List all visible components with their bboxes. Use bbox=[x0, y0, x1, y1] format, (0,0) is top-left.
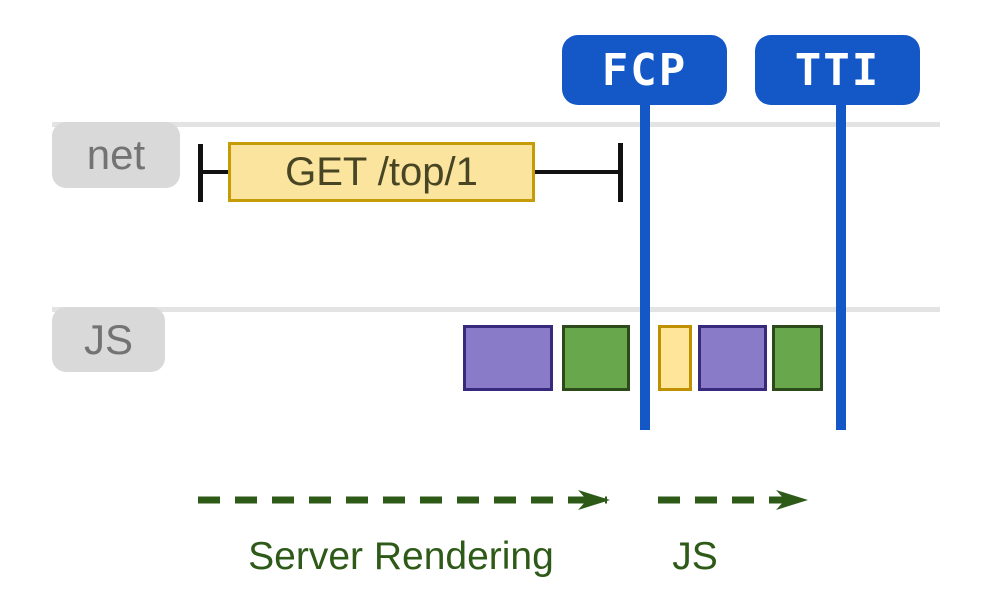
js-task-block-purple-2 bbox=[698, 325, 767, 391]
fcp-marker-line bbox=[640, 100, 650, 430]
request-end-tick bbox=[618, 143, 623, 202]
network-request-label: GET /top/1 bbox=[285, 149, 478, 194]
network-request-box: GET /top/1 bbox=[228, 142, 535, 202]
tti-marker-line bbox=[836, 100, 846, 430]
js-task-block-green-1 bbox=[562, 325, 630, 391]
fcp-badge: FCP bbox=[562, 35, 727, 105]
net-lane-line bbox=[52, 122, 940, 127]
js-task-block-yellow-1 bbox=[658, 325, 692, 391]
server-rendering-label-text: Server Rendering bbox=[248, 535, 554, 578]
js-lane-label: JS bbox=[83, 315, 133, 363]
net-lane-tab: net bbox=[52, 122, 180, 188]
server-rendering-label: Server Rendering bbox=[181, 534, 621, 580]
request-start-tick bbox=[198, 144, 203, 202]
fcp-badge-label: FCP bbox=[601, 44, 688, 96]
request-start-connector bbox=[203, 170, 228, 174]
net-lane-label: net bbox=[86, 131, 146, 178]
request-end-connector bbox=[535, 170, 619, 174]
js-task-block-purple-1 bbox=[463, 325, 553, 391]
tti-badge: TTI bbox=[755, 35, 920, 105]
tti-badge-label: TTI bbox=[794, 44, 881, 96]
js-phase-label: JS bbox=[595, 534, 795, 580]
js-lane-line bbox=[52, 307, 940, 312]
js-task-block-green-2 bbox=[772, 325, 823, 391]
js-phase-label-text: JS bbox=[672, 535, 718, 578]
js-lane-tab: JS bbox=[52, 307, 165, 372]
